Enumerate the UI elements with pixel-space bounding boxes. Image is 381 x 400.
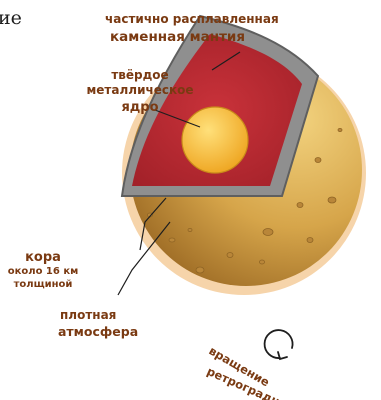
- crust-label-line-1: кора: [25, 250, 61, 265]
- core-label-line-3: ядро: [121, 100, 158, 115]
- mantle-label-line-2: каменная мантия: [110, 29, 245, 45]
- core: [182, 107, 248, 173]
- corner-text: ие: [0, 7, 22, 29]
- atmosphere-label-line-2: атмосфера: [58, 324, 138, 339]
- crust-label-line-2: около 16 км: [8, 266, 79, 277]
- core-label-line-1: твёрдое: [111, 68, 168, 82]
- label-atmosphere: плотная атмосфера: [58, 308, 138, 339]
- mantle-label-line-1: частично расплавленная: [105, 12, 279, 26]
- atmosphere-label-line-1: плотная: [60, 308, 116, 322]
- label-crust: кора около 16 км толщиной: [8, 250, 79, 290]
- label-rotation: вращение ретроградное: [205, 343, 297, 400]
- crust-label-line-3: толщиной: [14, 279, 73, 290]
- core-label-line-2: металлическое: [86, 83, 193, 97]
- rotation-arrow-icon: [265, 330, 293, 359]
